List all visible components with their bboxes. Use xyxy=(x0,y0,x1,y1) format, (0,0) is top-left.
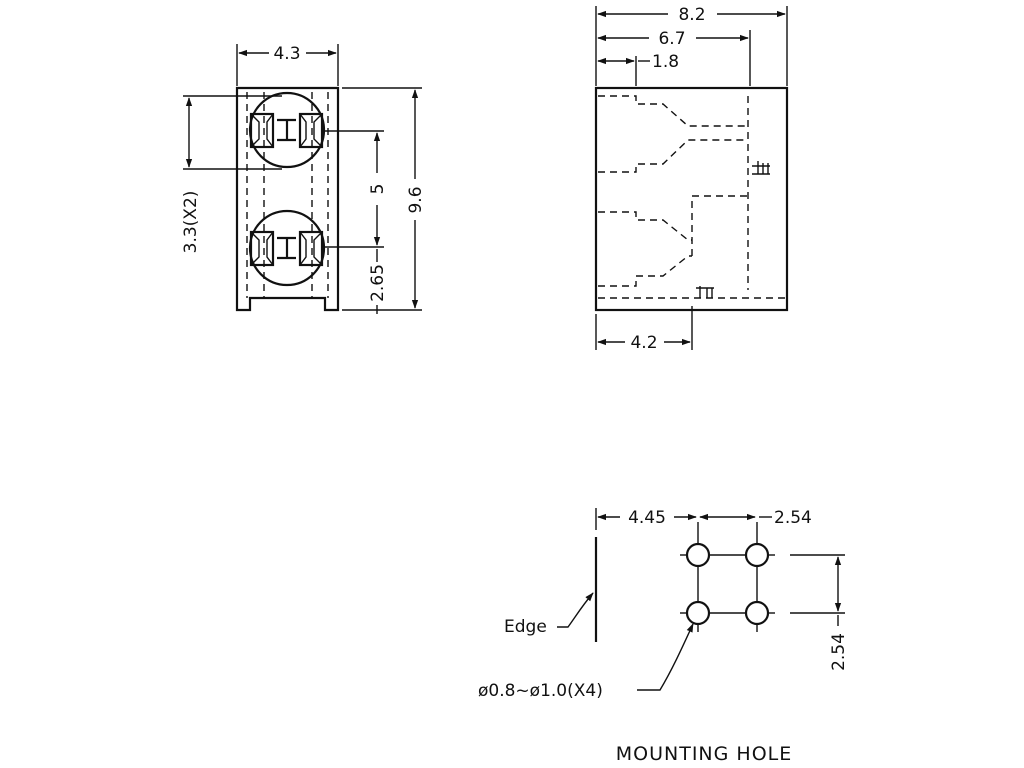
mounting-holes xyxy=(680,522,775,632)
hole xyxy=(744,542,770,568)
dim-led-pitch: 3.3(X2) xyxy=(181,191,201,254)
side-body-outline xyxy=(594,86,789,312)
dim-pin-position: 4.2 xyxy=(630,333,657,353)
led-window-bottom xyxy=(248,209,326,287)
dim-flange: 1.8 xyxy=(652,52,679,72)
hole xyxy=(744,600,770,626)
mounting-hole-title: MOUNTING HOLE xyxy=(616,743,793,765)
hole xyxy=(685,542,711,568)
dim-width: 4.3 xyxy=(273,44,300,64)
led-window-top xyxy=(248,91,326,169)
hole-diameter-label: ø0.8~ø1.0(X4) xyxy=(478,681,603,701)
front-view: 4.3 3.3(X2) 5 2.65 9.6 xyxy=(181,44,426,314)
dim-body-depth: 6.7 xyxy=(658,29,685,49)
dim-led-spacing: 5 xyxy=(368,184,388,195)
hole xyxy=(685,600,711,626)
edge-label: Edge xyxy=(504,617,547,637)
dim-hole-pitch-vertical: 2.54 xyxy=(829,633,849,671)
mounting-hole-view: 4.45 2.54 2.54 Edge ø0.8~ø1.0(X4) MOUNTI… xyxy=(478,508,849,765)
front-body-outline xyxy=(235,86,340,312)
dim-depth: 8.2 xyxy=(678,5,705,25)
dim-led-offset: 2.65 xyxy=(368,264,388,302)
dim-hole-pitch-horizontal: 2.54 xyxy=(774,508,812,528)
dim-edge-offset: 4.45 xyxy=(628,508,666,528)
dim-height: 9.6 xyxy=(406,186,426,213)
side-view: 8.2 6.7 1.8 4.2 xyxy=(594,5,789,353)
